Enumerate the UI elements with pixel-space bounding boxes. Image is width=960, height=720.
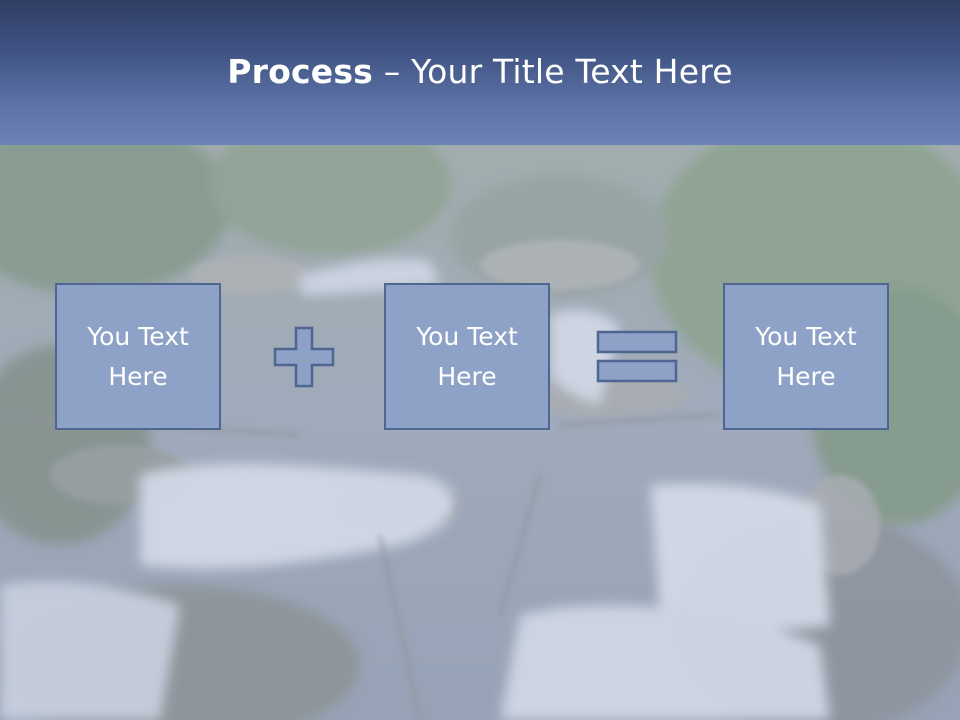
slide-title: Process – Your Title Text Here [227, 52, 733, 91]
waterfall-photo-illustration [0, 145, 960, 720]
title-rest: – Your Title Text Here [373, 52, 733, 91]
process-box-1[interactable]: You Text Here [55, 283, 221, 430]
process-box-3[interactable]: You Text Here [723, 283, 889, 430]
equals-icon [596, 330, 678, 383]
plus-icon [273, 326, 335, 388]
background-photo [0, 145, 960, 720]
process-box-1-text[interactable]: You Text Here [87, 321, 189, 391]
process-box-2-text[interactable]: You Text Here [416, 321, 518, 391]
title-bold: Process [227, 52, 374, 91]
process-box-2[interactable]: You Text Here [384, 283, 550, 430]
process-box-3-text[interactable]: You Text Here [755, 321, 857, 391]
title-bar: Process – Your Title Text Here [0, 0, 960, 145]
